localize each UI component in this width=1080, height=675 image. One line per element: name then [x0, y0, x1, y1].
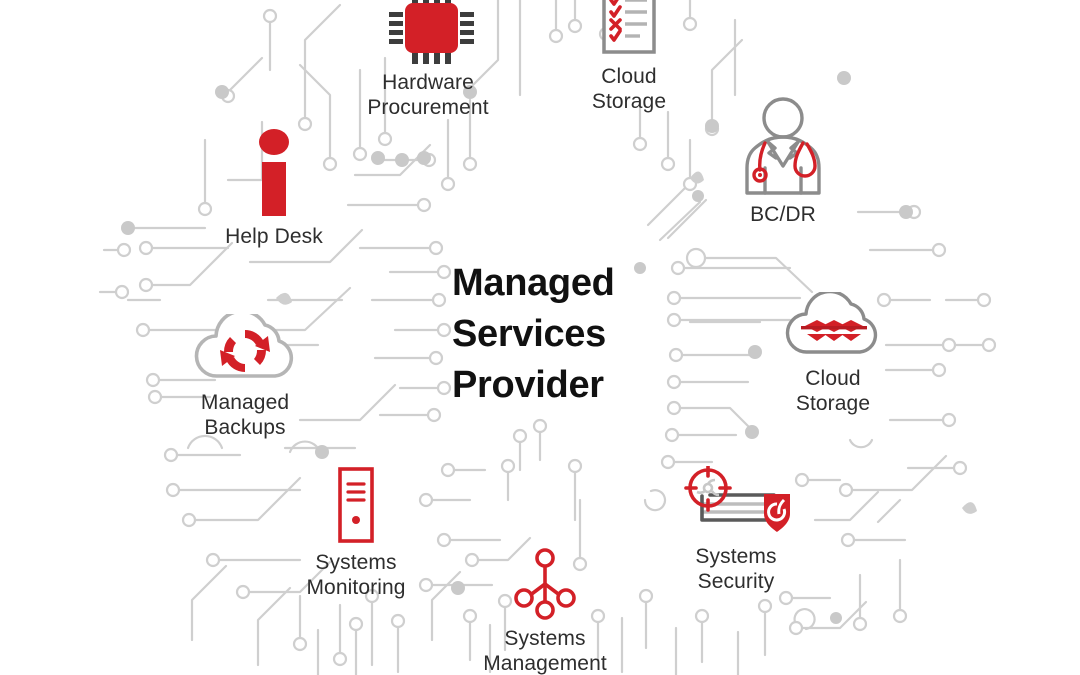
- cpu-chip-icon: [381, 0, 475, 64]
- cloud-sync-icon: [189, 314, 301, 384]
- crosshair-shield-icon: [674, 466, 798, 538]
- node-label-managed-backups: Managed Backups: [200, 391, 290, 439]
- node-systems-monitoring[interactable]: Systems Monitoring: [282, 466, 430, 600]
- checklist-clipboard-icon: [593, 0, 665, 58]
- node-label-systems-monitoring: Systems Monitoring: [306, 551, 406, 599]
- node-label-systems-management: Systems Management: [483, 627, 607, 675]
- server-tower-icon: [329, 466, 383, 544]
- node-label-hardware-procurement: Hardware Procurement: [367, 71, 489, 119]
- node-label-cloud-storage-right: Cloud Storage: [795, 367, 871, 415]
- node-help-desk[interactable]: Help Desk: [204, 128, 344, 249]
- node-bcdr[interactable]: BC/DR: [712, 96, 854, 227]
- doctor-stethoscope-icon: [735, 96, 831, 196]
- information-i-icon: [252, 128, 296, 218]
- node-hardware-procurement[interactable]: Hardware Procurement: [332, 0, 524, 120]
- node-cloud-storage-top[interactable]: Cloud Storage: [558, 0, 700, 114]
- cloud-servers-icon: [781, 292, 885, 360]
- center-title-line-1: Managed: [452, 262, 615, 304]
- center-title-line-3: Provider: [452, 364, 604, 406]
- network-nodes-icon: [507, 548, 583, 620]
- node-systems-security[interactable]: Systems Security: [660, 466, 812, 594]
- center-title: Managed Services Provider: [452, 258, 642, 411]
- node-managed-backups[interactable]: Managed Backups: [172, 314, 318, 440]
- node-systems-management[interactable]: Systems Management: [466, 548, 624, 675]
- node-label-cloud-storage-top: Cloud Storage: [591, 65, 667, 113]
- node-label-bcdr: BC/DR: [750, 203, 816, 226]
- center-title-line-2: Services: [452, 313, 606, 355]
- node-label-help-desk: Help Desk: [225, 225, 323, 248]
- node-cloud-storage-right[interactable]: Cloud Storage: [762, 292, 904, 416]
- node-label-systems-security: Systems Security: [695, 545, 777, 593]
